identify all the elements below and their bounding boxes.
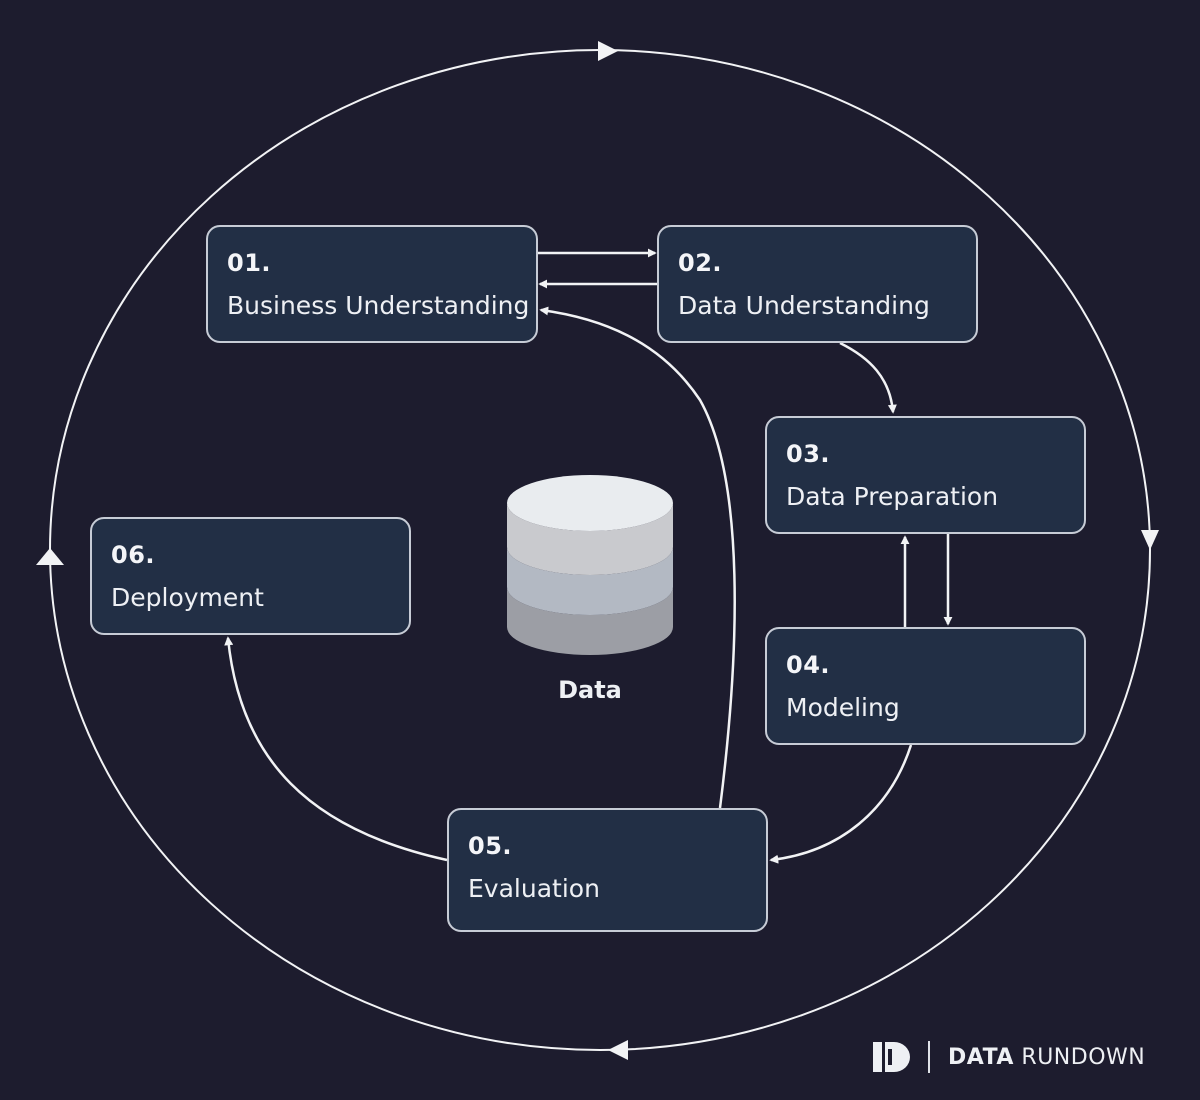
outer-cycle-arrow-bottom bbox=[608, 1040, 628, 1060]
stage-number: 04. bbox=[786, 651, 831, 679]
arrow-evaluation-to-deployment bbox=[224, 636, 448, 862]
stage-business-understanding: 01. Business Understanding bbox=[206, 225, 538, 343]
data-store-label: Data bbox=[558, 676, 622, 704]
stage-data-understanding: 02. Data Understanding bbox=[657, 225, 978, 343]
stage-number: 01. bbox=[227, 249, 272, 277]
stage-number: 05. bbox=[468, 832, 513, 860]
stage-modeling: 04. Modeling bbox=[765, 627, 1086, 745]
outer-cycle-arrow-left bbox=[36, 548, 64, 565]
stage-title: Modeling bbox=[786, 693, 900, 722]
arrow-modeling-to-evaluation bbox=[769, 744, 913, 864]
brand-name-bold: DATA bbox=[948, 1044, 1014, 1070]
stage-title: Data Understanding bbox=[678, 291, 930, 320]
stage-title: Evaluation bbox=[468, 874, 600, 903]
brand-logo: DATA RUNDOWN bbox=[872, 1040, 1145, 1074]
stage-deployment: 06. Deployment bbox=[90, 517, 411, 635]
stage-evaluation: 05. Evaluation bbox=[447, 808, 768, 932]
stage-title: Business Understanding bbox=[227, 291, 530, 320]
arrow-data-understanding-to-preparation bbox=[839, 341, 897, 414]
database-icon bbox=[507, 475, 673, 655]
outer-cycle-arrow-top bbox=[598, 41, 618, 61]
brand-d-icon bbox=[873, 1042, 910, 1072]
brand-name: DATA RUNDOWN bbox=[948, 1045, 1145, 1070]
brand-name-regular: RUNDOWN bbox=[1021, 1044, 1146, 1070]
brand-divider bbox=[928, 1041, 930, 1073]
stage-data-preparation: 03. Data Preparation bbox=[765, 416, 1086, 534]
stage-number: 03. bbox=[786, 440, 831, 468]
stage-number: 06. bbox=[111, 541, 156, 569]
stage-title: Deployment bbox=[111, 583, 264, 612]
stage-number: 02. bbox=[678, 249, 723, 277]
stage-title: Data Preparation bbox=[786, 482, 999, 511]
outer-cycle-arrow-right bbox=[1141, 530, 1159, 550]
arrow-evaluation-to-business bbox=[539, 306, 736, 809]
